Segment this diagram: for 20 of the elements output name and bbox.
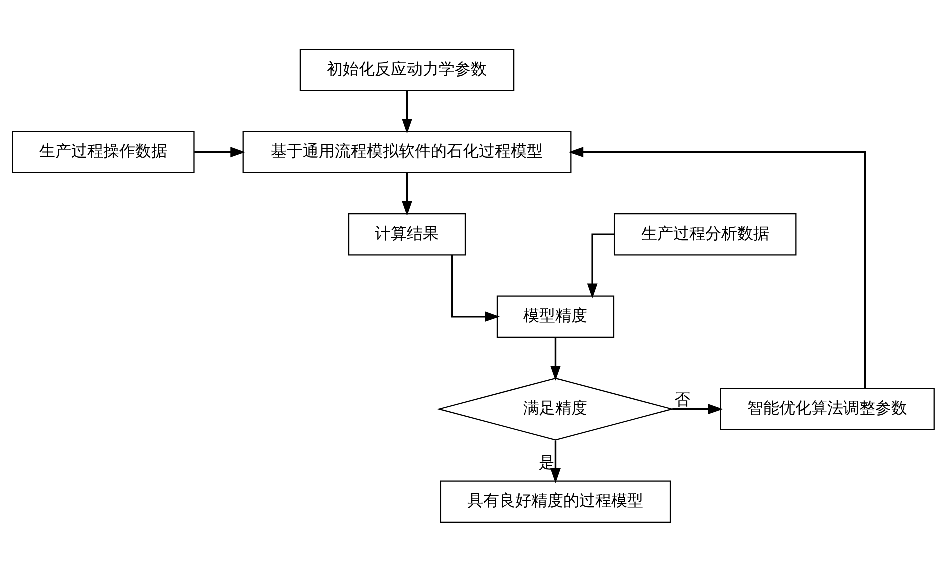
arrow: [402, 173, 412, 216]
node-box: 智能优化算法调整参数: [720, 388, 935, 430]
arrow: [568, 147, 866, 389]
arrow: [550, 338, 561, 381]
edge-label: 是: [539, 452, 556, 472]
arrow: [194, 147, 246, 158]
edge-label: 否: [674, 390, 690, 410]
arrow: [672, 404, 724, 415]
node-box: 生产过程操作数据: [12, 131, 195, 174]
node-box: 计算结果: [348, 213, 466, 256]
node-box: 模型精度: [496, 296, 615, 338]
node-box: 具有良好精度的过程模型: [440, 480, 672, 523]
arrow: [587, 234, 614, 299]
arrow: [452, 255, 500, 322]
node-diamond: 满足精度: [437, 378, 674, 441]
node-box: 生产过程分析数据: [614, 213, 797, 256]
node-box: 初始化反应动力学参数: [300, 49, 515, 92]
arrow: [402, 90, 412, 134]
node-box: 基于通用流程模拟软件的石化过程模型: [242, 131, 572, 174]
arrow: [550, 440, 561, 484]
